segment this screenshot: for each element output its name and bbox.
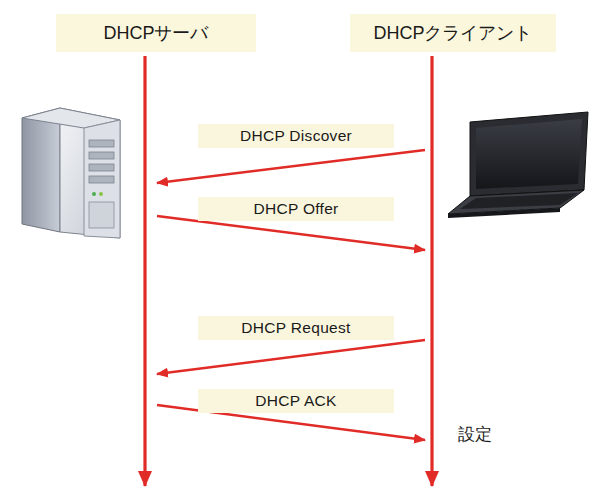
message-label: DHCP ACK [198, 389, 394, 413]
header-text: DHCPクライアント [373, 21, 532, 45]
message-arrow [157, 340, 425, 374]
message-label: DHCP Request [198, 316, 394, 340]
message-arrow [157, 216, 425, 250]
laptop-icon [448, 112, 588, 218]
message-arrow [157, 150, 425, 183]
lifeline [143, 56, 146, 486]
note-text: 設定 [458, 423, 492, 446]
header-box: DHCPクライアント [350, 14, 556, 52]
message-label: DHCP Offer [198, 197, 394, 221]
header-box: DHCPサーバ [56, 14, 256, 52]
header-text: DHCPサーバ [103, 21, 208, 45]
message-label: DHCP Discover [198, 124, 394, 148]
lifeline [430, 56, 433, 486]
server-icon [22, 108, 120, 238]
